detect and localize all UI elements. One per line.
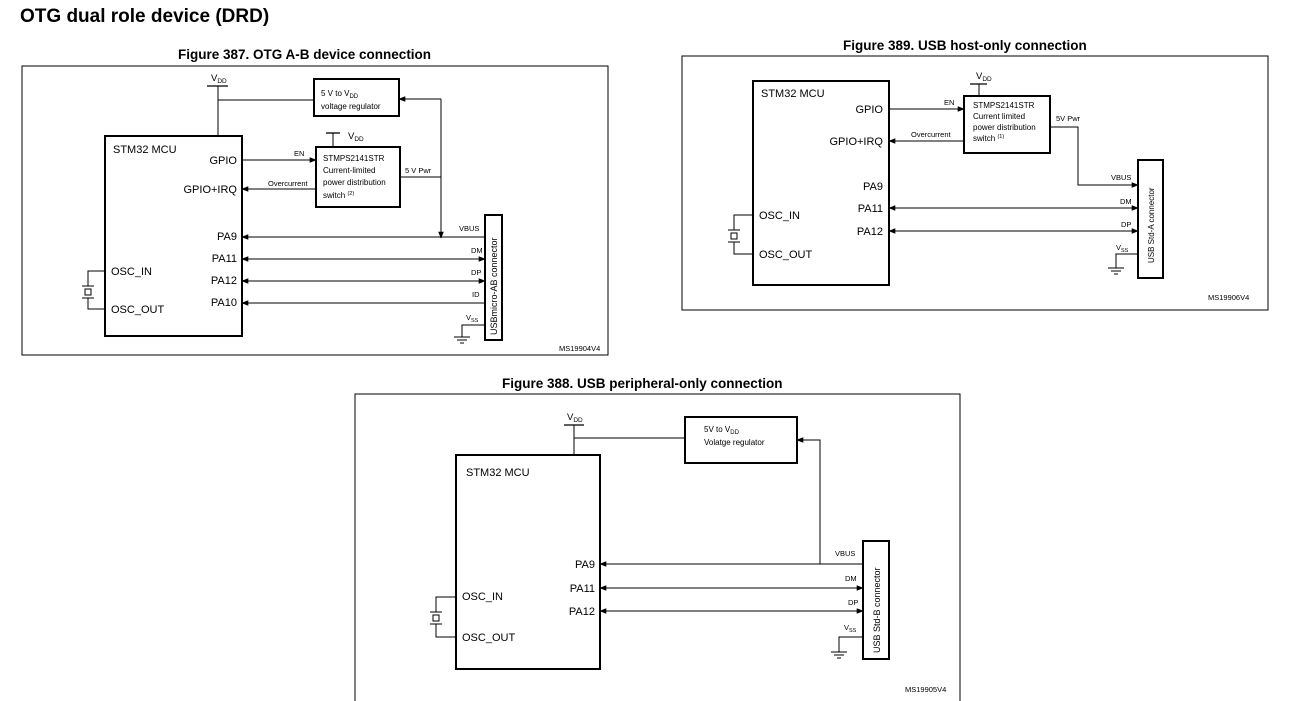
figure-389: STM32 MCU GPIO GPIO+IRQ PA9 PA11 PA12 OS… [681,55,1269,311]
pin-osc-in: OSC_IN [759,210,800,222]
ground-symbol [831,651,847,659]
overcurrent-label: Overcurrent [911,130,952,139]
mcu-label: STM32 MCU [761,88,825,100]
pin-pa9: PA9 [863,181,883,193]
usb-std-a-connector [1137,159,1164,279]
dm-label: DM [1120,197,1132,206]
power-switch-box [963,95,1051,154]
figure-ref: MS19906V4 [1208,293,1249,302]
dp-label: DP [848,598,858,607]
crystal-symbol [728,214,753,255]
pin-gpio: GPIO [855,104,883,116]
usb-std-b-connector [862,540,890,660]
dm-label: DM [845,574,857,583]
pin-gpio: GPIO [209,155,237,167]
en-label: EN [944,98,954,107]
figure-387: VDD 5 V to VDD voltage regulator VDD STM… [21,65,609,356]
page-heading: OTG dual role device (DRD) [20,6,270,27]
pin-pa9: PA9 [217,231,237,243]
vss-label: VSS [466,313,479,324]
dm-label: DM [471,246,483,255]
pin-osc-out: OSC_OUT [759,249,812,261]
usb-micro-ab-connector [484,214,503,341]
pin-pa11: PA11 [858,203,883,215]
pin-osc-in: OSC_IN [462,591,503,603]
figure-387-frame [21,65,609,356]
pin-pa9: PA9 [575,559,595,571]
vss-label: VSS [1116,243,1129,254]
switch-label-line1: STMPS2141STR [973,101,1035,110]
figure-389-title: Figure 389. USB host-only connection [843,38,1087,53]
figure-388: VDD 5V to VDD Volatge regulator STM32 MC… [354,393,961,701]
figure-ref: MS19904V4 [559,344,600,353]
figure-388-frame [354,393,961,701]
regulator-label: 5V to VDD [704,425,740,436]
vbus-label: VBUS [459,224,479,233]
switch-label-line1: STMPS2141STR [323,154,385,163]
stm32-mcu-block [752,80,890,286]
figure-388-title: Figure 388. USB peripheral-only connecti… [502,376,783,391]
switch-label-line4: switch (1) [973,134,1004,143]
switch-vdd-label: VDD [348,131,364,143]
pin-osc-in: OSC_IN [111,266,152,278]
pwr-label: 5 V Pwr [405,166,432,175]
dp-label: DP [471,268,481,277]
vdd-label: VDD [567,412,583,424]
vss-label: VSS [844,623,857,634]
pin-pa12: PA12 [857,226,883,238]
mcu-label: STM32 MCU [466,467,530,479]
pin-pa12: PA12 [211,275,237,287]
dp-label: DP [1121,220,1131,229]
switch-label-line3: power distribution [323,178,386,187]
figure-387-title: Figure 387. OTG A-B device connection [178,47,432,62]
crystal-symbol [82,270,105,310]
switch-vdd-label: VDD [976,71,992,83]
pin-osc-out: OSC_OUT [462,632,515,644]
crystal-symbol [430,596,456,638]
pin-gpio-irq: GPIO+IRQ [830,136,884,148]
ground-symbol [454,336,470,344]
pin-gpio-irq: GPIO+IRQ [184,184,238,196]
pin-pa12: PA12 [569,606,595,618]
vdd-label: VDD [211,73,227,85]
switch-label-line4: switch (2) [323,191,354,200]
regulator-label: 5 V to VDD [321,89,359,100]
vbus-label: VBUS [1111,173,1131,182]
en-label: EN [294,149,304,158]
figure-389-frame [681,55,1269,311]
id-label: ID [472,290,480,299]
switch-label-line3: power distribution [973,123,1036,132]
switch-label-line2: Current limited [973,112,1025,121]
mcu-label: STM32 MCU [113,144,177,156]
vbus-label: VBUS [835,549,855,558]
connector-label: USBmicro-AB connector [489,237,499,335]
pwr-label: 5V Pwr [1056,114,1081,123]
pin-osc-out: OSC_OUT [111,304,164,316]
regulator-label-line2: voltage regulator [321,102,381,111]
pin-pa11: PA11 [570,583,595,595]
overcurrent-label: Overcurrent [268,179,309,188]
figure-ref: MS19905V4 [905,685,946,694]
connector-label: USB Std-A connector [1147,187,1156,263]
switch-label-line2: Current-limited [323,166,375,175]
regulator-label-line2: Volatge regulator [704,438,765,447]
pin-pa10: PA10 [211,297,237,309]
ground-symbol [1108,267,1124,275]
pin-pa11: PA11 [212,253,237,265]
connector-label: USB Std-B connector [872,567,882,653]
